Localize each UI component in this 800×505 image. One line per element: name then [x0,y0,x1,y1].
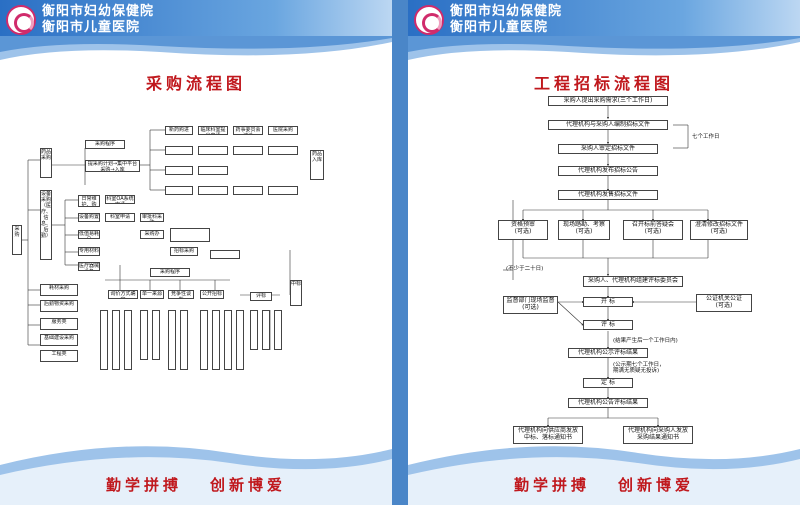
drug-step-1: 新药购进 [165,126,193,135]
announce: 代理机构公告评标结果 [568,398,648,408]
hospital-name: 衡阳市妇幼保健院 衡阳市儿童医院 [42,4,155,35]
equip-item-1: 日常维护、购买、试用 [78,195,100,207]
drug-step-3: 药事委员会讨论 [233,126,263,135]
notary: 公证机关公证 (可选) [696,294,752,312]
node-infra: 基础建设采购 [40,334,78,346]
step-3: 采购人审定招标文件 [558,144,658,154]
drug-step-4: 医院采购 [268,126,298,135]
hospital-logo-icon [414,5,444,35]
option-prequal: 资格预审 (可选) [498,220,548,240]
step-4: 代理机构发布招标公告 [558,166,658,176]
notice-suppliers: 代理机构向供应商发放 中标、落标通知书 [513,426,583,444]
proc-tender: 公开招标 [200,290,224,299]
note-twenty-days: (不少于二十日) [506,266,544,272]
node-engineering: 工程类 [40,350,78,362]
root-node: 采购 [12,225,22,255]
page-title: 采购流程图 [145,74,246,93]
proc-single: 单一来源 [140,290,164,299]
equip-step-4: 采购办 [140,230,164,239]
note-seven-days: 七个工作日 [692,134,720,140]
equip-item-3: 低值易耗品 [78,230,100,239]
drug-procedure: 采购程序 [85,140,125,149]
supervision: 监督部门现场监督 (可选) [503,296,558,314]
equip-step-3: 审批科采购 [140,213,164,222]
equip-step-2: 科室申请 [105,213,135,222]
equip-item-2: 设备购置 [78,213,100,222]
node-logistics: 后勤物资采购 [40,300,78,312]
drug-step-5: 药品入库 [310,150,324,180]
option-site-visit: 现场踏勘、考察 (可选) [558,220,610,240]
flow-lines [503,106,710,428]
left-poster: 衡阳市妇幼保健院 衡阳市儿童医院 采购流程图 [0,0,392,505]
open-bid: 开 标 [583,297,633,307]
page-title: 工程招标流程图 [533,74,674,93]
drug-step-2: 临床科室提出申请 [198,126,228,135]
footer-wave [0,446,392,505]
hospital-name: 衡阳市妇幼保健院 衡阳市儿童医院 [450,4,563,35]
node-consum: 耗材采购 [40,284,78,296]
equip-item-5: 医疗器械设备 [78,262,100,271]
header-wave [408,36,800,60]
header-bar: 衡阳市妇幼保健院 衡阳市儿童医院 [0,0,392,42]
drug-plan: 提采购计划→集中平台采购→入库 [85,160,140,172]
notice-purchaser: 代理机构向采购人发放 采购结果通知书 [623,426,693,444]
proc-method: 询价方式确定 [108,290,138,299]
node-service: 服务类 [40,318,78,330]
publicity: 代理机构公示评标结果 [568,348,648,358]
header-bar: 衡阳市妇幼保健院 衡阳市儿童医院 [408,0,800,42]
equip-item-4: 专用材料 [78,247,100,256]
note-eval: (结果产生后一个工作日内) [613,338,678,344]
proc-negotiation: 竞争性谈判 [168,290,194,299]
equip-step-1: 科室OA系统申请 [105,195,135,204]
step-2: 代理机构与采购人编制招标文件 [548,120,668,130]
step-5: 代理机构发售招标文件 [558,190,658,200]
proc-award: 中标 [290,280,302,306]
option-clarify: 澄清修改招标文件 (可选) [690,220,748,240]
proc-eval: 评标 [250,292,272,301]
note-publicity: (公示期七个工作日， 期满无质疑无投诉) [613,362,665,374]
node-drug: 药品采购 [40,148,52,178]
footer-wave [408,446,800,505]
committee: 采购人、代理机构组建评标委员会 [583,276,683,287]
step-1: 采购人提出采购需求(三个工作日) [548,96,668,106]
node-equip: 设备采购（医疗、信息、后勤） [40,190,52,260]
right-poster: 衡阳市妇幼保健院 衡阳市儿童医院 工程招标流程图 [408,0,800,505]
proc-start: 采购程序 [150,268,190,277]
slogan: 勤学拼搏创新博爱 [513,476,695,494]
equip-step-5: 招标采购 [170,247,198,256]
slogan: 勤学拼搏创新博爱 [105,476,287,494]
award: 定 标 [583,378,633,388]
option-qa-meeting: 召开标前答疑会 (可选) [623,220,683,240]
hospital-logo-icon [6,5,36,35]
header-wave [0,36,392,60]
evaluate: 评 标 [583,320,633,330]
